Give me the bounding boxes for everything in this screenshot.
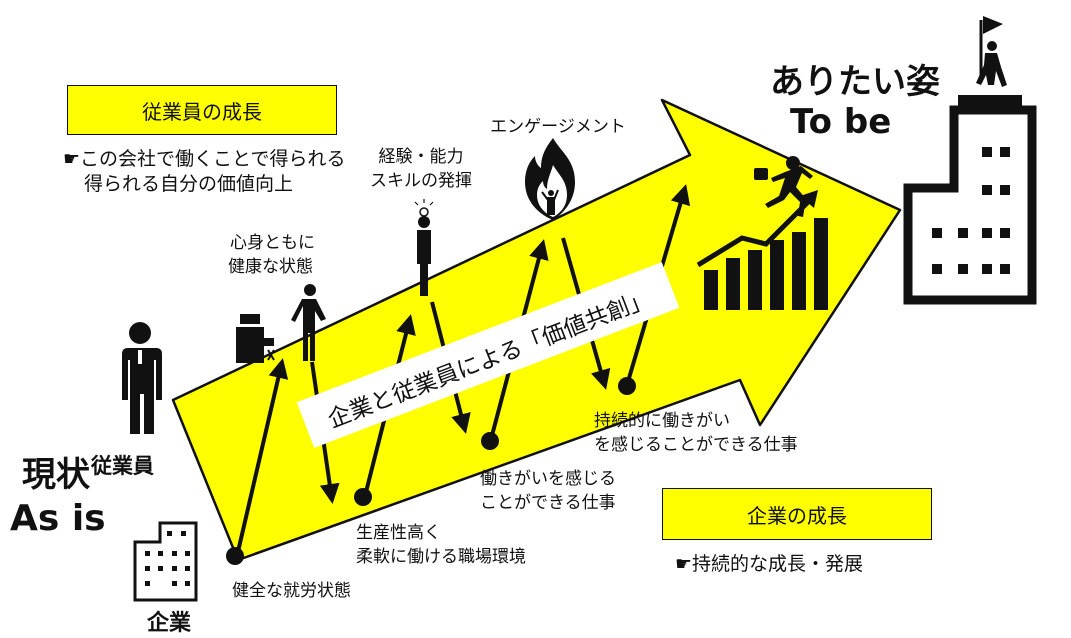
small-building-icon bbox=[133, 521, 198, 602]
rising-bar-chart-icon bbox=[696, 190, 828, 310]
as-is-label: As is bbox=[10, 498, 106, 539]
current-state-title: 現状 bbox=[22, 455, 90, 495]
businessman-icon bbox=[122, 322, 162, 434]
lower-step-productivity-line2: 柔軟に働ける職場環境 bbox=[356, 547, 526, 567]
employee-growth-title: 従業員の成長 bbox=[67, 85, 337, 135]
lower-step-healthy-work-line1: 健全な就労状態 bbox=[232, 581, 351, 601]
upper-step-engagement-line1: エンゲージメント bbox=[490, 117, 626, 137]
flag-climber-icon bbox=[976, 16, 1007, 87]
lower-step-rewarding-line2: ことができる仕事 bbox=[480, 493, 616, 513]
milestone-dots bbox=[226, 377, 636, 565]
current-company-label: 企業 bbox=[147, 611, 192, 636]
upper-step-health-line1: 心身ともに bbox=[230, 233, 315, 253]
lightbulb-person-icon bbox=[414, 199, 434, 296]
milestone-dot-2 bbox=[354, 488, 372, 506]
tall-building-icon bbox=[903, 95, 1037, 305]
milestone-dot-4 bbox=[618, 377, 636, 395]
company-growth-desc: ☛持続的な成長・発展 bbox=[675, 553, 864, 575]
company-growth-title: 企業の成長 bbox=[662, 488, 932, 540]
upper-step-skill-line1: 経験・能力 bbox=[378, 147, 464, 167]
desk-worker-icon bbox=[236, 284, 326, 363]
upper-step-skill-line2: スキルの発揮 bbox=[370, 171, 472, 191]
ideal-state-title: ありたい姿 bbox=[770, 62, 940, 102]
milestone-dot-3 bbox=[481, 432, 499, 450]
milestone-dot-1 bbox=[226, 547, 244, 565]
zigzag-up-1 bbox=[235, 358, 289, 557]
running-person-icon bbox=[754, 156, 813, 217]
lower-step-sustained-line1: 持続的に働きがい bbox=[594, 411, 730, 431]
lower-step-sustained-line2: を感じることができる仕事 bbox=[594, 435, 798, 455]
flame-person-icon bbox=[525, 138, 575, 220]
value-cocreation-banner-shape bbox=[296, 262, 680, 448]
employee-growth-desc-line1: ☛この会社で働くことで得られる bbox=[63, 148, 346, 170]
lower-step-productivity-line1: 生産性高く bbox=[356, 523, 441, 543]
lower-step-rewarding-line1: 働きがいを感じる bbox=[480, 469, 616, 489]
to-be-label: To be bbox=[790, 102, 892, 142]
employee-growth-desc-line2: 得られる自分の価値向上 bbox=[84, 173, 294, 195]
current-employee-label: 従業員 bbox=[91, 454, 154, 478]
upper-step-health-line2: 健康な状態 bbox=[228, 257, 313, 277]
